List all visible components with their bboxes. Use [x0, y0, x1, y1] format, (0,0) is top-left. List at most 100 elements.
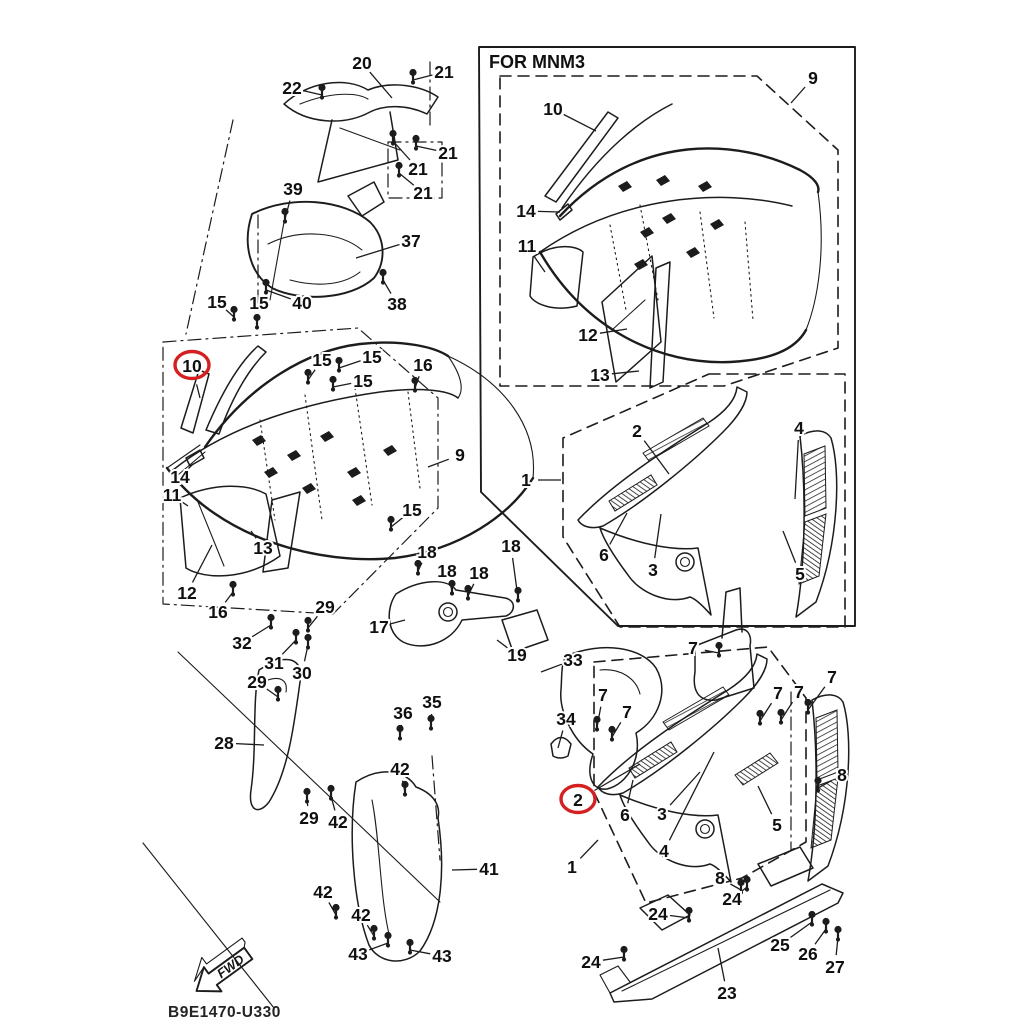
part-callout-9-49[interactable]: 9 [806, 66, 820, 90]
part-callout-12-52[interactable]: 12 [576, 323, 600, 347]
part-callout-23-80[interactable]: 23 [715, 981, 739, 1005]
part-callout-16-16[interactable]: 16 [411, 353, 435, 377]
part-callout-39-6[interactable]: 39 [281, 177, 305, 201]
part-callout-15-21[interactable]: 15 [400, 498, 424, 522]
part-callout-1-54[interactable]: 1 [519, 468, 533, 492]
part-callout-6-67[interactable]: 6 [618, 803, 632, 827]
part-callout-32-25[interactable]: 32 [230, 631, 254, 655]
part-callout-14-18[interactable]: 14 [168, 465, 192, 489]
part-callout-11-19[interactable]: 11 [161, 483, 184, 507]
part-callout-42-41[interactable]: 42 [388, 757, 412, 781]
part-callout-5-69[interactable]: 5 [770, 813, 784, 837]
part-callout-41-47[interactable]: 41 [477, 857, 501, 881]
part-callout-13-53[interactable]: 13 [588, 363, 612, 387]
fastener-icon [400, 779, 410, 798]
part-callout-14-50[interactable]: 14 [514, 199, 538, 223]
part-callout-31-26[interactable]: 31 [262, 651, 286, 675]
part-callout-33-36[interactable]: 33 [561, 648, 585, 672]
leader-line [390, 517, 404, 528]
part-callout-10-12[interactable]: 10 [180, 354, 204, 378]
part-callout-42-44[interactable]: 42 [349, 903, 373, 927]
part-callout-18-31[interactable]: 18 [415, 540, 439, 564]
part-callout-24-74[interactable]: 24 [720, 887, 744, 911]
part-callout-24-75[interactable]: 24 [646, 902, 670, 926]
part-callout-43-46[interactable]: 43 [430, 944, 454, 968]
part-callout-7-60[interactable]: 7 [686, 636, 700, 660]
part-callout-13-20[interactable]: 13 [251, 536, 275, 560]
part-callout-2-66[interactable]: 2 [571, 788, 585, 812]
part-callout-8-72[interactable]: 8 [835, 763, 849, 787]
part-callout-43-45[interactable]: 43 [346, 942, 370, 966]
part-callout-15-11[interactable]: 15 [247, 291, 271, 315]
part-callout-27-79[interactable]: 27 [823, 955, 846, 979]
fastener-icon [273, 684, 283, 703]
part-callout-4-56[interactable]: 4 [792, 416, 806, 440]
part-callout-42-42[interactable]: 42 [326, 810, 350, 834]
part-callout-25-77[interactable]: 25 [768, 933, 792, 957]
part-callout-18-34[interactable]: 18 [499, 534, 523, 558]
part-callout-15-14[interactable]: 15 [360, 345, 384, 369]
part-callout-34-39[interactable]: 34 [554, 707, 578, 731]
part-callout-29-24[interactable]: 29 [313, 595, 337, 619]
part-callout-5-59[interactable]: 5 [793, 562, 807, 586]
leader-line [602, 956, 625, 961]
part-callout-24-76[interactable]: 24 [579, 950, 603, 974]
part-callout-38-8[interactable]: 38 [385, 292, 409, 316]
part-callout-12-22[interactable]: 12 [175, 581, 199, 605]
part-callout-18-32[interactable]: 18 [435, 559, 459, 583]
part-callout-21-2[interactable]: 21 [432, 60, 456, 84]
part-callout-15-15[interactable]: 15 [351, 369, 375, 393]
part-callout-15-10[interactable]: 15 [205, 290, 229, 314]
part-callout-26-78[interactable]: 26 [796, 942, 820, 966]
part-callout-22-0[interactable]: 22 [280, 76, 304, 100]
leader-line [790, 86, 806, 104]
part-callout-3-68[interactable]: 3 [655, 802, 669, 826]
part-callout-6-57[interactable]: 6 [597, 543, 611, 567]
part-callout-1-71[interactable]: 1 [565, 855, 579, 879]
part-callout-4-70[interactable]: 4 [657, 839, 671, 863]
part-callout-28-29[interactable]: 28 [212, 731, 236, 755]
part-callout-21-4[interactable]: 21 [406, 157, 430, 181]
part-callout-29-28[interactable]: 29 [245, 670, 269, 694]
part-callout-3-58[interactable]: 3 [646, 558, 660, 582]
part-callout-7-61[interactable]: 7 [596, 683, 610, 707]
leader-line [328, 902, 337, 916]
leader-line [338, 360, 361, 369]
part-callout-40-9[interactable]: 40 [290, 291, 314, 315]
part-callout-7-62[interactable]: 7 [620, 700, 634, 724]
part-callout-7-63[interactable]: 7 [771, 681, 785, 705]
part-callout-20-1[interactable]: 20 [350, 51, 374, 75]
fastener-icon [334, 355, 344, 374]
part-callout-42-43[interactable]: 42 [311, 880, 335, 904]
part-callout-21-5[interactable]: 21 [411, 181, 435, 205]
top-cover-outline [283, 81, 439, 122]
part-callout-10-48[interactable]: 10 [541, 97, 565, 121]
leader-line [235, 742, 265, 746]
part-callout-29-40[interactable]: 29 [297, 806, 321, 830]
leader-line [609, 512, 628, 545]
part-callout-37-7[interactable]: 37 [399, 229, 422, 253]
fastener-icon [383, 930, 393, 949]
part-callout-9-17[interactable]: 9 [453, 443, 467, 467]
fastener-icon [228, 579, 238, 598]
leader-line [669, 771, 701, 806]
part-callout-8-73[interactable]: 8 [713, 866, 727, 890]
mnm3-panel-12 [601, 255, 662, 383]
fastener-icon [303, 632, 313, 651]
part-callout-2-55[interactable]: 2 [630, 419, 644, 443]
part-callout-16-23[interactable]: 16 [206, 600, 230, 624]
part-callout-19-35[interactable]: 19 [505, 643, 529, 667]
part-callout-21-3[interactable]: 21 [436, 141, 460, 165]
part-callout-7-64[interactable]: 7 [792, 680, 806, 704]
part-callout-7-65[interactable]: 7 [825, 665, 839, 689]
part-callout-35-37[interactable]: 35 [420, 690, 444, 714]
part-callout-18-33[interactable]: 18 [467, 561, 491, 585]
part-callout-15-13[interactable]: 15 [310, 348, 334, 372]
leader-line [225, 309, 235, 318]
part-callout-36-38[interactable]: 36 [391, 701, 415, 725]
part-callout-17-30[interactable]: 17 [367, 615, 390, 639]
fastener-icon [684, 905, 694, 924]
part-callout-11-51[interactable]: 11 [516, 234, 539, 258]
part-callout-30-27[interactable]: 30 [290, 661, 314, 685]
